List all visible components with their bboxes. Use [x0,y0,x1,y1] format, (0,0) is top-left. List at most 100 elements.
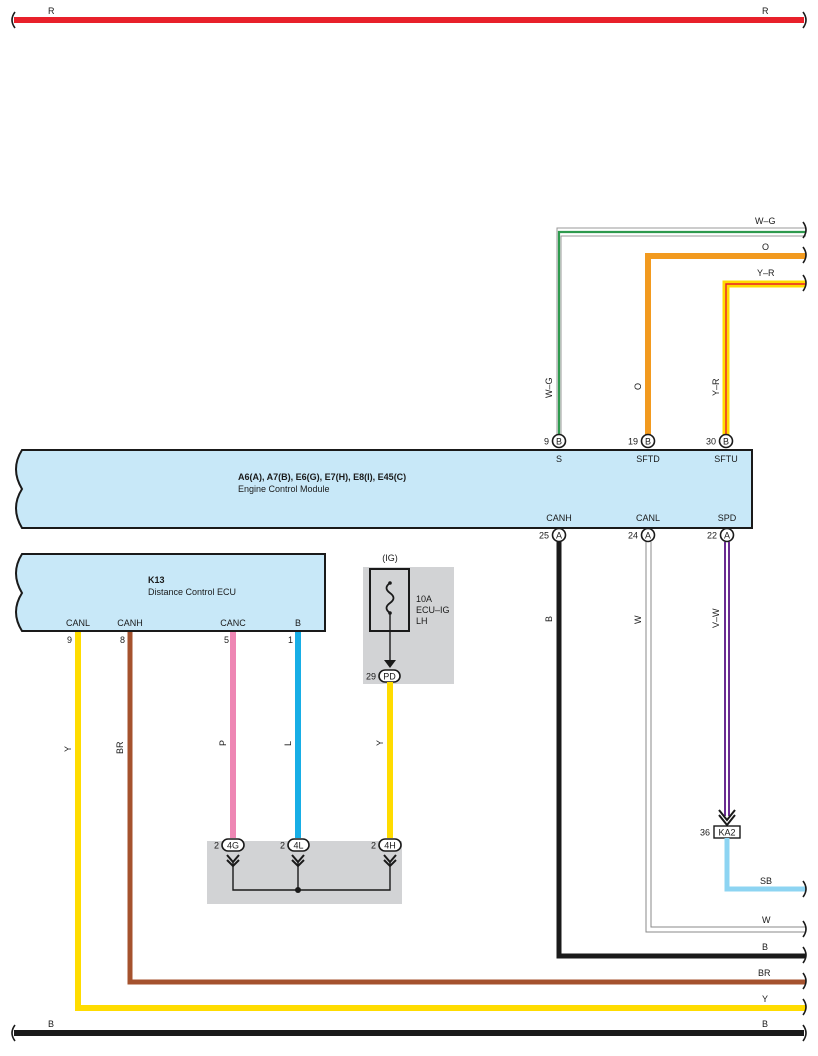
wire-yr-line [725,283,806,440]
pin-number: 30 [706,437,716,447]
wire-w-ecm: W W [633,542,807,938]
wire-b-bottom: B B [11,1019,807,1042]
junction-connector-4l: 4L 2 [280,838,310,868]
pin-name: CANL [636,513,660,523]
fuse-name: ECU–IG [416,605,450,615]
wire-label-sb-right: SB [760,876,772,886]
k13-subtitle: Distance Control ECU [148,587,236,597]
wire-label-b-ecm: B [544,616,554,622]
pin-connector: B [556,437,562,447]
wire-label-b-bottom-right: B [762,1019,768,1029]
fuse-pin-connector: PD [383,672,396,682]
pin-connector: A [556,531,562,541]
wire-break-right [802,920,807,938]
wire-p-k13: P [218,632,236,838]
wire-label-o-right: O [762,242,769,252]
k13-pin-number: 5 [224,635,229,645]
wire-break-right [802,11,807,29]
wire-label-y-k13: Y [63,746,73,752]
pin-number: 22 [707,531,717,541]
pin-connector: A [724,531,730,541]
wire-sb: SB [724,838,807,898]
wire-y-fuse: Y [375,682,393,838]
distance-control-ecu: K13 Distance Control ECU CANL CANH CANC … [15,553,326,645]
wire-l-k13: L [283,632,301,838]
fuse-rating: 10A [416,594,432,604]
pin-name: SPD [718,513,737,523]
junction-connector-4g: 4G 2 [214,838,245,868]
engine-control-module: A6(A), A7(B), E6(G), E7(H), E8(I), E45(C… [15,433,753,543]
wire-vw-ecm: V–W [711,542,736,827]
junction-dot [295,887,301,893]
wire-break-right [802,998,807,1016]
wire-label-b-right: B [762,942,768,952]
wire-break-right [802,880,807,898]
wire-label-wg-right: W–G [755,216,776,226]
ecm-pin-24: CANL A 24 [628,513,660,543]
k13-pin-number: 9 [67,635,72,645]
wire-break-right [802,274,807,292]
wire-label-b-bottom-left: B [48,1019,54,1029]
wire-wg: W–G W–G [544,216,807,440]
ecm-subtitle: Engine Control Module [238,484,330,494]
k13-pin-number: 8 [120,635,125,645]
wire-label-wg-vertical: W–G [544,377,554,398]
wire-break-right [802,1024,807,1042]
junction-pin-number: 2 [214,841,219,851]
junction-connector: 4G [227,841,239,851]
k13-pin-number: 1 [288,635,293,645]
pin-connector: B [645,437,651,447]
ecm-pin-25: CANH A 25 [539,513,572,543]
wire-label-br-right: BR [758,968,771,978]
wire-yr: Y–R Y–R [711,268,807,440]
fuse-block: (IG) 10A ECU–IG LH PD 29 [363,553,454,684]
k13-pin-name: CANH [117,618,143,628]
pin-name: SFTD [636,454,660,464]
k13-pin-name: B [295,618,301,628]
wire-label-w-ecm: W [633,615,643,624]
wire-label-o-vertical: O [633,383,643,390]
pin-number: 24 [628,531,638,541]
ecm-pin-9: B 9 S [544,433,567,464]
ecm-box [15,449,753,529]
pin-number: 19 [628,437,638,447]
pin-connector: B [723,437,729,447]
junction-connector: 4H [384,841,396,851]
wire-wg-line [557,230,806,440]
fuse-pin-number: 29 [366,672,376,682]
pin-name: SFTU [714,454,738,464]
ecm-pin-19: B 19 SFTD [628,433,660,464]
k13-title: K13 [148,575,165,585]
wire-break-left [11,11,16,29]
wire-label-vw-ecm: V–W [711,608,721,628]
arrow-down-icon [718,809,736,822]
k13-pin-name: CANL [66,618,90,628]
junction-pin-number: 2 [371,841,376,851]
wire-o: O O [633,242,807,440]
wire-label-p-k13: P [218,740,228,746]
ecm-pin-22: SPD A 22 [707,513,737,543]
wire-label-y-right: Y [762,994,768,1004]
wire-o-line [645,253,806,440]
wire-break-right [802,972,807,990]
connector-ka2: KA2 36 [700,825,741,839]
arrow-down-icon [291,854,305,864]
wire-break-right [802,221,807,239]
k13-pin-name: CANC [220,618,246,628]
ka2-pin-number: 36 [700,828,710,838]
arrow-down-icon [384,660,396,668]
wire-label-r-right: R [762,6,769,16]
wire-break-left [11,1024,16,1042]
fuse-group-label: (IG) [382,553,398,563]
pin-number: 25 [539,531,549,541]
pin-name: S [556,454,562,464]
wire-br-k13: BR BR [115,632,807,990]
wire-label-l-k13: L [283,741,293,746]
arrow-down-icon [383,854,397,864]
arrow-down-icon [226,854,240,864]
wire-r-top: R R [11,6,807,29]
junction-pin-number: 2 [280,841,285,851]
wire-label-r-left: R [48,6,55,16]
fuse-icon [385,582,395,614]
